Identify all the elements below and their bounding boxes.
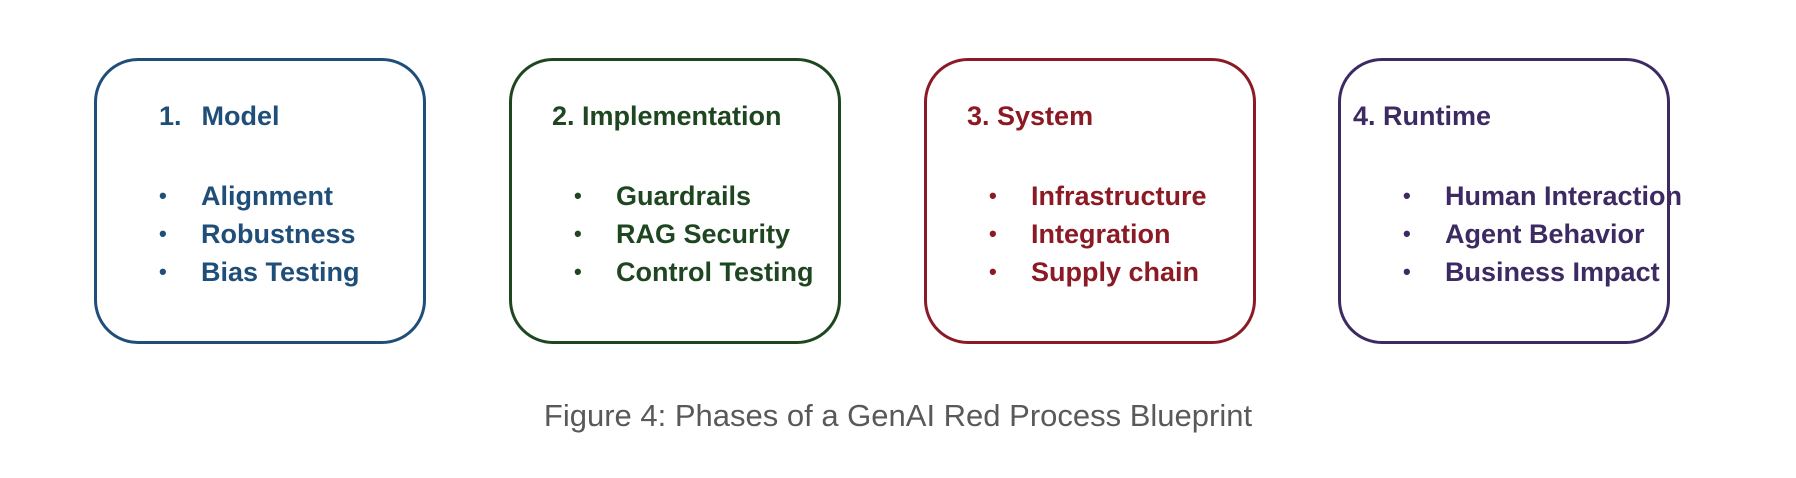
bullet-icon: • xyxy=(574,259,582,284)
bullet-icon: • xyxy=(989,183,997,208)
phase-card-model: 1. Model •Alignment •Robustness •Bias Tes… xyxy=(94,58,426,344)
list-item: •RAG Security xyxy=(574,215,813,253)
list-item: •Business Impact xyxy=(1403,253,1682,291)
phase-title-runtime: 4. Runtime xyxy=(1353,101,1492,131)
phase-list-system: •Infrastructure •Integration •Supply cha… xyxy=(989,177,1207,291)
list-item: •Robustness xyxy=(159,215,360,253)
bullet-icon: • xyxy=(1403,183,1411,208)
list-item: •Integration xyxy=(989,215,1207,253)
bullet-icon: • xyxy=(159,183,167,208)
phase-card-system: 3. System •Infrastructure •Integration •… xyxy=(924,58,1256,344)
phase-list-runtime: •Human Interaction •Agent Behavior •Busi… xyxy=(1403,177,1682,291)
bullet-icon: • xyxy=(1403,221,1411,246)
list-item: •Alignment xyxy=(159,177,360,215)
phase-number-model: 1. xyxy=(159,101,182,131)
phase-title-system: 3. System xyxy=(967,101,1094,131)
list-item: •Infrastructure xyxy=(989,177,1207,215)
list-item: •Human Interaction xyxy=(1403,177,1682,215)
phase-name-model: Model xyxy=(201,101,280,131)
phase-title-model: 1. Model xyxy=(159,101,280,132)
list-item: •Control Testing xyxy=(574,253,813,291)
bullet-icon: • xyxy=(574,183,582,208)
list-item: •Bias Testing xyxy=(159,253,360,291)
bullet-icon: • xyxy=(159,259,167,284)
bullet-icon: • xyxy=(989,221,997,246)
phase-card-implementation: 2. Implementation •Guardrails •RAG Secur… xyxy=(509,58,841,344)
phase-title-implementation: 2. Implementation xyxy=(552,101,782,131)
bullet-icon: • xyxy=(574,221,582,246)
figure-caption: Figure 4: Phases of a GenAI Red Process … xyxy=(543,398,1253,433)
phase-list-model: •Alignment •Robustness •Bias Testing xyxy=(159,177,360,291)
list-item: •Guardrails xyxy=(574,177,813,215)
list-item: •Agent Behavior xyxy=(1403,215,1682,253)
phase-card-runtime: 4. Runtime •Human Interaction •Agent Beh… xyxy=(1338,58,1682,344)
bullet-icon: • xyxy=(989,259,997,284)
bullet-icon: • xyxy=(159,221,167,246)
bullet-icon: • xyxy=(1403,259,1411,284)
phase-list-implementation: •Guardrails •RAG Security •Control Testi… xyxy=(574,177,813,291)
list-item: •Supply chain xyxy=(989,253,1207,291)
